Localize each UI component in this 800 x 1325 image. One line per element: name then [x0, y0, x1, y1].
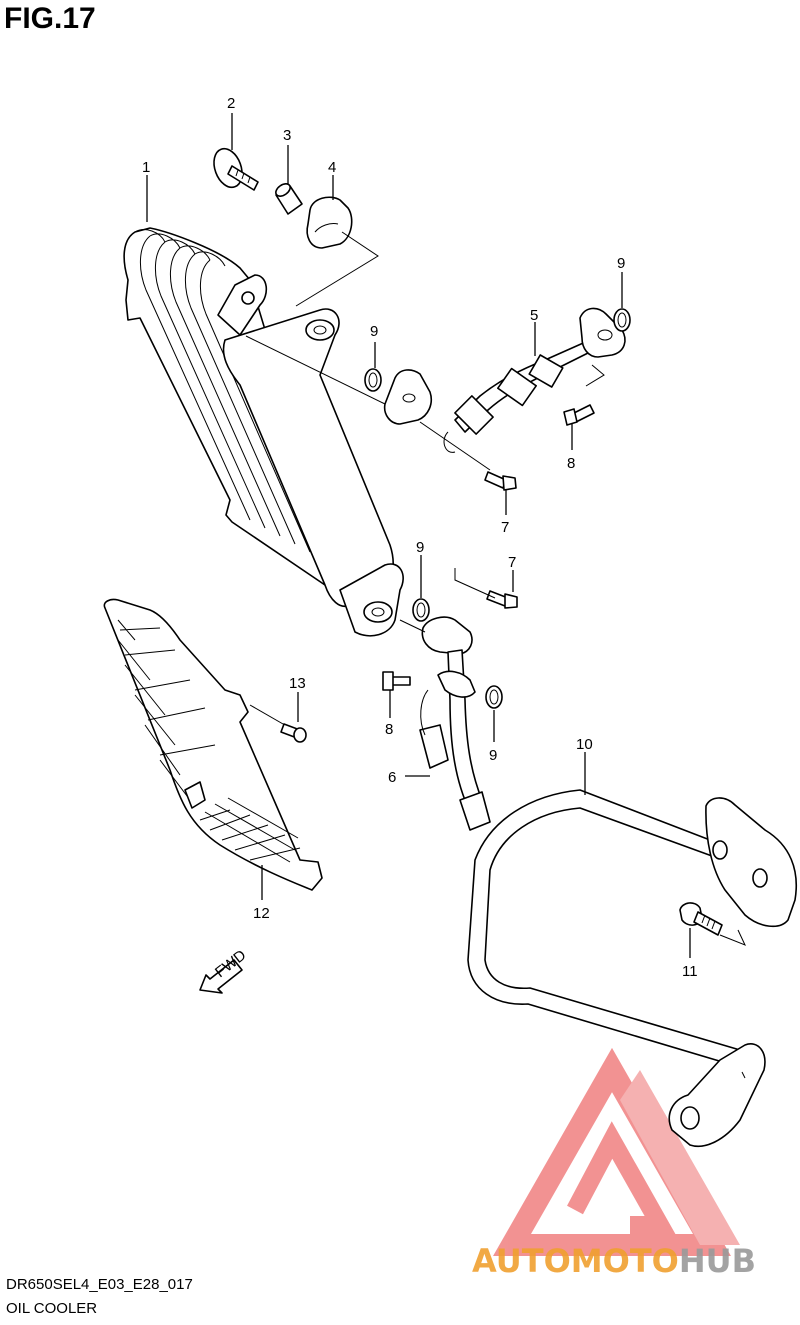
callout-1: 1 — [142, 159, 150, 176]
collar-part-3 — [275, 183, 303, 215]
callout-9-upper-right: 9 — [617, 255, 625, 272]
fwd-direction-arrow: FWD — [199, 947, 250, 994]
bolt-part-8-lower — [382, 671, 411, 691]
callout-leaders — [146, 113, 691, 958]
flange-bolt-part-11 — [679, 902, 723, 936]
callout-labels: 1 2 3 4 5 6 7 7 8 8 9 9 9 9 10 11 12 13 — [142, 95, 698, 980]
diagram-caption: OIL COOLER — [6, 1300, 98, 1317]
svg-text:AUTOMOTOHUB: AUTOMOTOHUB — [472, 1242, 756, 1280]
grommet-part-4 — [306, 196, 353, 249]
oil-hose-lower-part-6 — [419, 616, 491, 831]
figure-title: FIG.17 — [4, 2, 96, 35]
cooler-guard-part-12 — [103, 598, 323, 891]
hose-flange-upper — [383, 369, 433, 425]
bolt-part-7-lower — [486, 590, 518, 609]
callout-8-lower: 8 — [385, 721, 393, 738]
callout-9-middle: 9 — [416, 539, 424, 556]
diagram-code: DR650SEL4_E03_E28_017 — [6, 1276, 193, 1293]
o-ring-part-9-upper-left — [364, 368, 382, 392]
callout-4: 4 — [328, 159, 336, 176]
callout-9-lower: 9 — [489, 747, 497, 764]
watermark-text-hub: HUB — [679, 1242, 756, 1280]
callout-13: 13 — [289, 675, 306, 692]
o-ring-part-9-lower — [485, 685, 503, 709]
oil-cooler-core — [123, 227, 404, 637]
watermark-text: AUTOMOTOHUB — [472, 1242, 756, 1280]
callout-3: 3 — [283, 127, 291, 144]
callout-7-lower: 7 — [508, 554, 516, 571]
oil-hose-upper-part-5 — [443, 307, 626, 453]
bolt-part-7-upper — [484, 471, 517, 491]
screw-part-13 — [280, 723, 307, 743]
watermark-logo — [493, 1047, 740, 1256]
callout-2: 2 — [227, 95, 235, 112]
callout-7-upper: 7 — [501, 519, 509, 536]
o-ring-part-9-upper-right — [613, 308, 631, 332]
o-ring-part-9-middle — [412, 598, 430, 622]
callout-9-upper-left: 9 — [370, 323, 378, 340]
bolt-part-8-upper — [563, 404, 595, 426]
cooler-bracket-part-10 — [467, 789, 797, 1147]
callout-8-upper: 8 — [567, 455, 575, 472]
callout-11: 11 — [682, 963, 698, 980]
callout-10: 10 — [576, 736, 593, 753]
watermark-text-automoto: AUTOMOTO — [472, 1242, 679, 1280]
callout-6: 6 — [388, 769, 396, 786]
bolt-with-washer-part-2 — [213, 147, 259, 191]
callout-12: 12 — [253, 905, 270, 922]
callout-5: 5 — [530, 307, 538, 324]
